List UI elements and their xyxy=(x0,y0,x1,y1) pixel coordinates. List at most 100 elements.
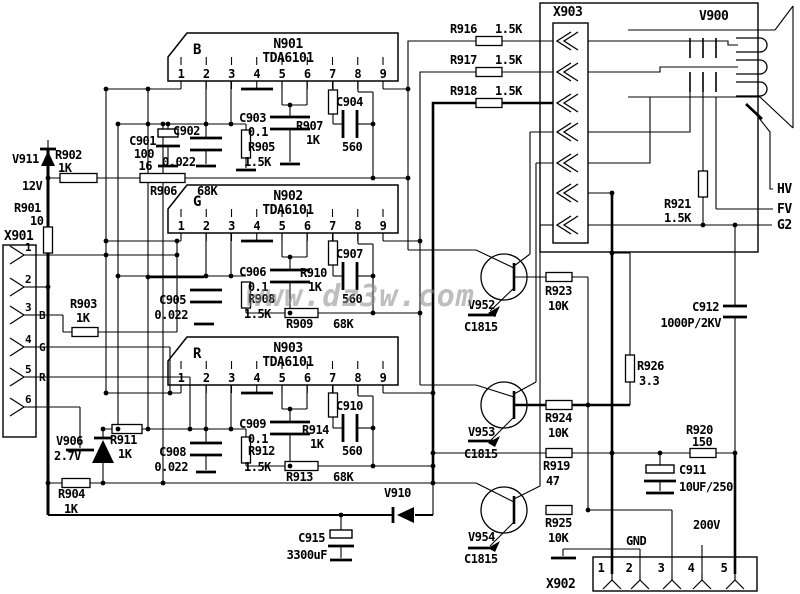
label-ics-n902-pins-2: 3 xyxy=(228,219,235,233)
wire xyxy=(759,96,794,129)
label-capacitors-c904-ref: C904 xyxy=(336,95,363,109)
label-resistors-r908-ref: R908 xyxy=(248,292,275,306)
wire xyxy=(555,183,572,203)
v910-diode-icon xyxy=(397,507,414,523)
label-capacitors-c911-val: 10UF/250 xyxy=(679,480,733,494)
junction-dot xyxy=(370,310,376,316)
label-power-gnd: GND xyxy=(626,534,646,548)
label-resistors-r921-ref: R921 xyxy=(664,197,691,211)
wire xyxy=(9,245,26,265)
junction-dot xyxy=(287,102,293,108)
resistor-body xyxy=(689,447,717,459)
label-capacitors-c907-val: 560 xyxy=(342,292,362,306)
junction-dot xyxy=(585,507,591,513)
wire xyxy=(9,337,26,357)
junction-dot xyxy=(609,450,615,456)
label-ics-n903-part: TDA6101 xyxy=(262,355,314,370)
junction-dot xyxy=(145,121,151,127)
resistor-body xyxy=(545,399,573,411)
label-ics-n902-part: TDA6101 xyxy=(262,203,314,218)
wire xyxy=(588,40,738,46)
label-diodes-v910-ref: V910 xyxy=(384,486,411,500)
label-resistors-r904-val: 1K xyxy=(64,502,79,516)
label-ics-n901-pins-2: 3 xyxy=(228,67,235,81)
junction-dot xyxy=(609,190,615,196)
wire xyxy=(555,93,572,113)
label-transistors-v953-ref: V953 xyxy=(468,425,495,439)
label-resistors-r918-ref: R918 xyxy=(450,84,477,98)
label-ics-n901-pins-5: 6 xyxy=(304,67,311,81)
junction-dot xyxy=(228,273,234,279)
label-capacitors-c907-ref: C907 xyxy=(336,247,363,261)
label-connectors-x901-signals-0: B xyxy=(39,309,46,322)
label-resistors-r906-val: 68K xyxy=(197,184,218,198)
label-ics-n902-pins-7: 8 xyxy=(354,219,361,233)
wire xyxy=(754,112,773,190)
resistor-body xyxy=(475,97,503,109)
junction-dot xyxy=(115,121,121,127)
wire xyxy=(701,579,712,590)
label-ics-n902-pins-1: 2 xyxy=(203,219,210,233)
junction-dot xyxy=(103,86,109,92)
label-resistors-r917-val: 1.5K xyxy=(495,53,523,67)
label-connectors-x902-pins-3: 4 xyxy=(688,561,695,575)
label-ics-n901-part: TDA6101 xyxy=(262,51,314,66)
label-resistors-r909-val: 68K xyxy=(333,317,354,331)
label-resistors-r903-val: 1K xyxy=(76,311,91,325)
junction-dot xyxy=(700,222,706,228)
wire xyxy=(513,381,537,395)
wire xyxy=(562,153,579,173)
junction-dot xyxy=(370,175,376,181)
wire xyxy=(475,249,515,269)
label-resistors-r901-ref: R901 xyxy=(14,201,41,215)
label-connectors-x903-ref: X903 xyxy=(553,5,582,20)
wire xyxy=(725,579,736,590)
junction-dot xyxy=(430,463,436,469)
label-resistors-r904-ref: R904 xyxy=(58,487,85,501)
resistor-body xyxy=(42,226,54,254)
wire xyxy=(513,485,541,500)
label-connectors-x902-pins-1: 2 xyxy=(626,561,633,575)
label-ics-n903-pins-5: 6 xyxy=(304,371,311,385)
label-capacitors-c915-ref: C915 xyxy=(298,531,325,545)
label-connectors-x901-signals-1: G xyxy=(39,341,46,354)
label-resistors-r919-ref: R919 xyxy=(543,459,570,473)
label-ics-n902-pins-8: 9 xyxy=(380,219,387,233)
label-capacitors-c909-ref: C909 xyxy=(239,417,266,431)
resistor-body xyxy=(545,504,573,516)
wire xyxy=(9,305,26,325)
label-ics-n903-pins-6: 7 xyxy=(329,371,336,385)
label-connectors-x902-ref: X902 xyxy=(546,577,575,592)
label-resistors-r919-val: 47 xyxy=(546,474,560,488)
label-resistors-r908-val: 1.5K xyxy=(244,307,272,321)
label-ics-n903-pins-0: 1 xyxy=(178,371,185,385)
label-resistors-r910-ref: R910 xyxy=(300,266,327,280)
label-resistors-r909-ref: R909 xyxy=(286,317,313,331)
resistor-body xyxy=(545,447,573,459)
junction-dot xyxy=(417,238,423,244)
junction-dot xyxy=(405,86,411,92)
wire xyxy=(555,62,572,82)
label-resistors-r920-val: 150 xyxy=(692,435,712,449)
wire xyxy=(611,579,622,590)
electrolytic-plate xyxy=(157,128,179,138)
label-resistors-r917-ref: R917 xyxy=(450,53,477,67)
junction-dot xyxy=(45,480,51,486)
junction-dot xyxy=(174,238,180,244)
label-connectors-x901-pins-2: 3 xyxy=(25,301,31,314)
transistor-body xyxy=(480,253,528,301)
label-capacitors-c906-ref: C906 xyxy=(239,265,266,279)
label-power-hv: HV xyxy=(777,182,792,197)
resistor-body xyxy=(240,129,252,159)
resistor-body xyxy=(59,172,98,184)
wire xyxy=(489,521,515,547)
junction-dot xyxy=(430,450,436,456)
junction-dot xyxy=(160,480,166,486)
label-ics-n901-pins-0: 1 xyxy=(178,67,185,81)
label-watermark: www.dz3w.com xyxy=(246,279,475,314)
junction-dot xyxy=(609,250,615,256)
junction-dot xyxy=(167,390,173,396)
wire xyxy=(562,215,579,235)
